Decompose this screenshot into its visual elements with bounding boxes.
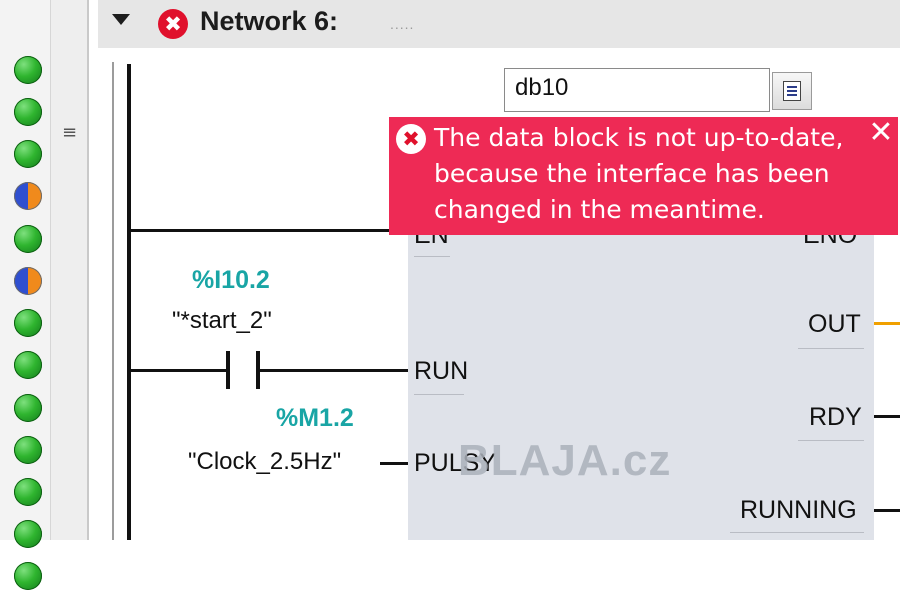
function-block[interactable] (408, 228, 874, 540)
status-ok-icon (14, 520, 42, 548)
network-title[interactable]: Network 6: (200, 6, 339, 36)
status-ok-icon (14, 140, 42, 168)
run-wire-left (131, 369, 229, 372)
status-ok-icon (14, 225, 42, 253)
contact-address[interactable]: %M1.2 (276, 404, 354, 432)
pin-rdy-underline (798, 440, 864, 441)
status-ok-icon (14, 309, 42, 337)
error-tooltip (389, 117, 898, 235)
status-ok-icon (14, 478, 42, 506)
contact-left-bar (226, 351, 230, 389)
contact-symbol[interactable]: "*start_2" (172, 307, 272, 334)
instance-db-field[interactable]: db10 (504, 68, 770, 112)
run-wire-right (260, 369, 408, 372)
status-partial-icon (14, 182, 42, 210)
status-ok-icon (14, 351, 42, 379)
error-icon: ✖ (158, 9, 188, 39)
out-wire (874, 322, 900, 325)
en-wire (131, 229, 408, 232)
rdy-wire (874, 415, 900, 418)
status-ok-icon (14, 56, 42, 84)
left-gutter (51, 0, 89, 540)
error-message: The data block is not up-to-date, becaus… (434, 123, 844, 224)
network-comment[interactable]: ..... (390, 16, 415, 32)
pin-running-underline (730, 532, 864, 533)
error-icon: ✖ (396, 124, 426, 154)
pin-run: RUN (414, 357, 469, 385)
status-ok-icon (14, 394, 42, 422)
pin-running: RUNNING (740, 496, 857, 524)
list-picker-icon[interactable] (772, 72, 812, 110)
pin-en-underline (414, 256, 450, 257)
pin-rdy: RDY (809, 403, 862, 431)
pulsy-wire (380, 462, 408, 465)
status-ok-icon (14, 98, 42, 126)
hamburger-icon[interactable]: ≡ (62, 122, 78, 143)
status-partial-icon (14, 267, 42, 295)
network-frame (112, 62, 900, 540)
contact-right-bar (256, 351, 260, 389)
pin-out-underline (798, 348, 864, 349)
pin-run-underline (414, 394, 464, 395)
watermark: BLAJA.cz (458, 436, 672, 485)
status-ok-icon (14, 436, 42, 464)
running-wire (874, 509, 900, 512)
status-ok-icon (14, 562, 42, 590)
contact-address[interactable]: %I10.2 (192, 266, 270, 294)
pin-out: OUT (808, 310, 861, 338)
collapse-triangle-icon[interactable] (112, 14, 130, 25)
pin-pulsy: PULSY (414, 449, 496, 477)
contact-symbol[interactable]: "Clock_2.5Hz" (188, 448, 342, 475)
close-icon[interactable]: ✕ (868, 115, 894, 150)
power-rail (127, 64, 131, 540)
status-column (0, 0, 51, 590)
